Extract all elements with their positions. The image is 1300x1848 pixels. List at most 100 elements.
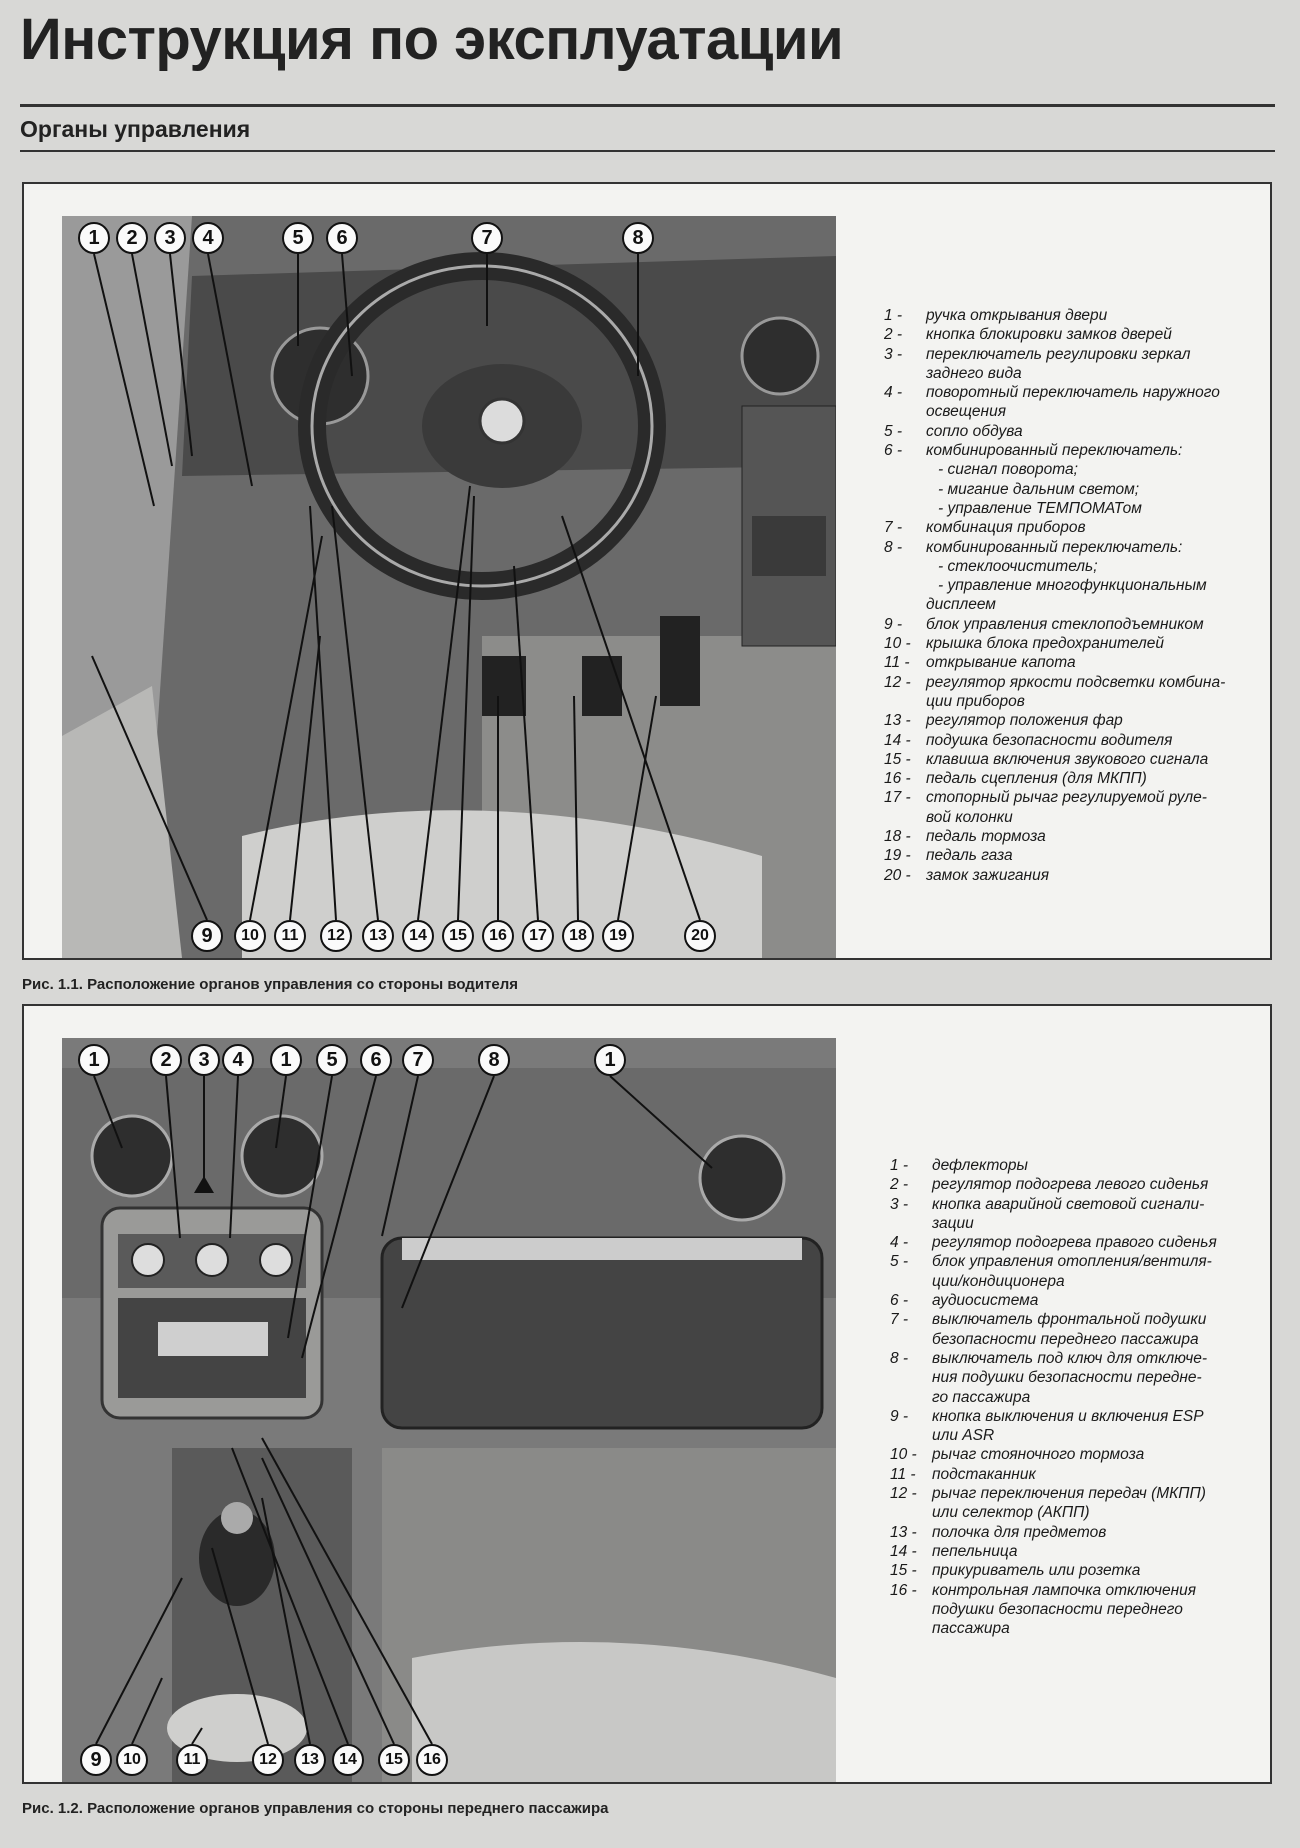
- callout-p13: 13: [294, 1744, 326, 1776]
- legend-number: 14 -: [890, 1542, 917, 1560]
- legend-item: - стеклоочиститель;: [884, 557, 1262, 576]
- callout-p11: 11: [176, 1744, 208, 1776]
- legend-item: 3 -кнопка аварийной световой сигнали-: [890, 1195, 1262, 1214]
- legend-number: 20 -: [884, 866, 911, 884]
- callout-15: 15: [442, 920, 474, 952]
- legend-number: 2 -: [890, 1176, 909, 1194]
- legend-number: [890, 1426, 932, 1445]
- legend-item: 7 -комбинация приборов: [884, 518, 1262, 537]
- legend-text: открывание капота: [926, 654, 1076, 672]
- legend-number: 18 -: [884, 828, 911, 846]
- legend-text: освещения: [926, 403, 1006, 421]
- legend-text: безопасности переднего пассажира: [932, 1330, 1199, 1348]
- header-rule: [20, 104, 1275, 107]
- legend-item: 3 - переключатель регулировки зеркал: [884, 345, 1262, 364]
- callout-9: 9: [191, 920, 223, 952]
- legend-item: 13 -регулятор положения фар: [884, 711, 1262, 730]
- driver-dashboard-drawing: [62, 216, 836, 958]
- legend-number: 13 -: [890, 1523, 917, 1541]
- legend-item: 9 -кнопка выключения и включения ESP: [890, 1407, 1262, 1426]
- passenger-dashboard-photo: 1 2 3 4 1 5 6 7 8 1 9 10 11 12 13 14 15 …: [62, 1038, 836, 1782]
- legend-number: 1 -: [890, 1157, 909, 1174]
- legend-item: ния подушки безопасности передне-: [890, 1368, 1262, 1387]
- legend-item: 8 -комбинированный переключатель:: [884, 538, 1262, 557]
- passenger-leader-lines: [93, 1075, 713, 1745]
- callout-p7: 7: [402, 1044, 434, 1076]
- legend-item: 11 - открывание капота: [884, 653, 1262, 672]
- legend-number: 16 -: [890, 1581, 917, 1599]
- legend-text: или ASR: [932, 1427, 995, 1445]
- callout-17: 17: [522, 920, 554, 952]
- legend-number: 11 -: [890, 1465, 916, 1483]
- legend-item: 12 -рычаг переключения передач (МКПП): [890, 1484, 1262, 1503]
- callout-1: 1: [78, 222, 110, 254]
- callout-18: 18: [562, 920, 594, 952]
- legend-item: 2 -кнопка блокировки замков дверей: [884, 325, 1262, 344]
- legend-text: - сигнал поворота;: [938, 461, 1078, 479]
- legend-item: 15 -прикуриватель или розетка: [890, 1561, 1262, 1580]
- legend-text: полочка для предметов: [932, 1523, 1107, 1541]
- legend-item: ции/кондиционера: [890, 1272, 1262, 1291]
- legend-text: выключатель фронтальной подушки: [932, 1311, 1207, 1329]
- legend-text: кнопка блокировки замков дверей: [926, 326, 1172, 344]
- legend-text: ции/кондиционера: [932, 1272, 1065, 1290]
- legend-number: 15 -: [884, 750, 911, 768]
- legend-text: рычаг переключения передач (МКПП): [932, 1485, 1206, 1503]
- legend-text: или селектор (АКПП): [932, 1504, 1090, 1522]
- legend-number: 7 -: [884, 519, 903, 537]
- legend-number: [884, 499, 926, 518]
- callout-p14: 14: [332, 1744, 364, 1776]
- legend-text: педаль газа: [926, 847, 1013, 865]
- legend-item: - управление многофункциональным: [884, 576, 1262, 595]
- legend-text: - управление ТЕМПОМАТом: [938, 499, 1142, 517]
- legend-item: 6 -аудиосистема: [890, 1291, 1262, 1310]
- legend-item: 18 - педаль тормоза: [884, 827, 1262, 846]
- callout-13: 13: [362, 920, 394, 952]
- legend-text: сопло обдува: [926, 422, 1023, 440]
- legend-number: [890, 1388, 932, 1407]
- callout-16: 16: [482, 920, 514, 952]
- legend-number: 3 -: [890, 1195, 909, 1213]
- legend-item: 14 -подушка безопасности водителя: [884, 731, 1262, 750]
- legend-text: го пассажира: [932, 1388, 1031, 1406]
- legend-number: 6 -: [884, 442, 903, 460]
- legend-number: [884, 692, 926, 711]
- page-title: Инструкция по эксплуатации: [20, 7, 844, 72]
- legend-text: педаль тормоза: [926, 828, 1046, 846]
- legend-text: клавиша включения звукового сигнала: [926, 750, 1209, 768]
- legend-text: подушки безопасности переднего: [932, 1600, 1183, 1618]
- legend-number: 13 -: [884, 712, 911, 730]
- callout-p10: 10: [116, 1744, 148, 1776]
- legend-number: [884, 576, 926, 595]
- legend-number: 11 -: [884, 654, 910, 672]
- legend-number: 9 -: [884, 615, 903, 633]
- legend-number: 5 -: [884, 422, 903, 440]
- callout-4: 4: [192, 222, 224, 254]
- legend-number: 3 -: [884, 345, 903, 363]
- legend-number: [890, 1330, 932, 1349]
- legend-item: подушки безопасности переднего: [890, 1600, 1262, 1619]
- legend-item: заднего вида: [884, 364, 1262, 383]
- callout-7: 7: [471, 222, 503, 254]
- legend-item: зации: [890, 1214, 1262, 1233]
- callout-p9: 9: [80, 1744, 112, 1776]
- legend-text: подушка безопасности водителя: [926, 731, 1173, 749]
- legend-text: - стеклоочиститель;: [938, 557, 1098, 575]
- legend-text: зации: [932, 1214, 974, 1232]
- legend-number: 5 -: [890, 1253, 909, 1271]
- legend-text: рычаг стояночного тормоза: [932, 1446, 1145, 1464]
- passenger-dashboard-drawing: [62, 1038, 836, 1782]
- legend-number: 7 -: [890, 1311, 909, 1329]
- section-rule: [20, 150, 1275, 152]
- legend-text: выключатель под ключ для отключе-: [932, 1349, 1207, 1367]
- legend-item: - мигание дальним светом;: [884, 480, 1262, 499]
- legend-item: 5 - сопло обдува: [884, 422, 1262, 441]
- legend-item: вой колонки: [884, 808, 1262, 827]
- callout-12: 12: [320, 920, 352, 952]
- legend-text: переключатель регулировки зеркал: [926, 345, 1191, 363]
- callout-14: 14: [402, 920, 434, 952]
- legend-item: дисплеем: [884, 595, 1262, 614]
- legend-item: 4 -регулятор подогрева правого сиденья: [890, 1233, 1262, 1252]
- legend-number: 1 -: [884, 307, 903, 324]
